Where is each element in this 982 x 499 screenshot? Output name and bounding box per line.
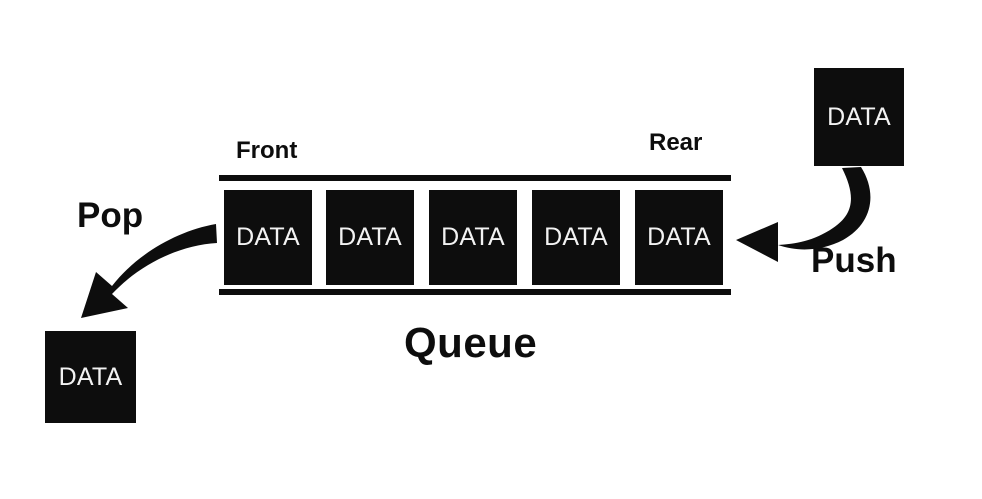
queue-cell-5-label: DATA xyxy=(647,223,711,251)
outgoing-data-label: DATA xyxy=(58,362,123,391)
queue-cell-5[interactable]: DATA xyxy=(635,190,723,285)
queue-title-label: Queue xyxy=(404,319,538,366)
queue-cell-2-label: DATA xyxy=(338,223,402,251)
rear-label: Rear xyxy=(649,129,703,156)
pop-arrow xyxy=(81,224,217,318)
queue-bottom-rail xyxy=(219,289,731,295)
queue-cell-1[interactable]: DATA xyxy=(224,190,312,285)
queue-cell-4-label: DATA xyxy=(544,223,608,251)
outgoing-data-box[interactable]: DATA xyxy=(45,331,136,423)
queue-cell-3-label: DATA xyxy=(441,223,505,251)
front-label: Front xyxy=(236,137,298,164)
queue-top-rail xyxy=(219,175,731,181)
push-label: Push xyxy=(811,241,897,280)
queue-cell-3[interactable]: DATA xyxy=(429,190,517,285)
queue-cell-4[interactable]: DATA xyxy=(532,190,620,285)
incoming-data-label: DATA xyxy=(827,102,891,131)
pop-label: Pop xyxy=(77,196,144,235)
queue-cell-1-label: DATA xyxy=(236,223,300,251)
queue-cell-2[interactable]: DATA xyxy=(326,190,414,285)
incoming-data-box[interactable]: DATA xyxy=(814,68,904,166)
